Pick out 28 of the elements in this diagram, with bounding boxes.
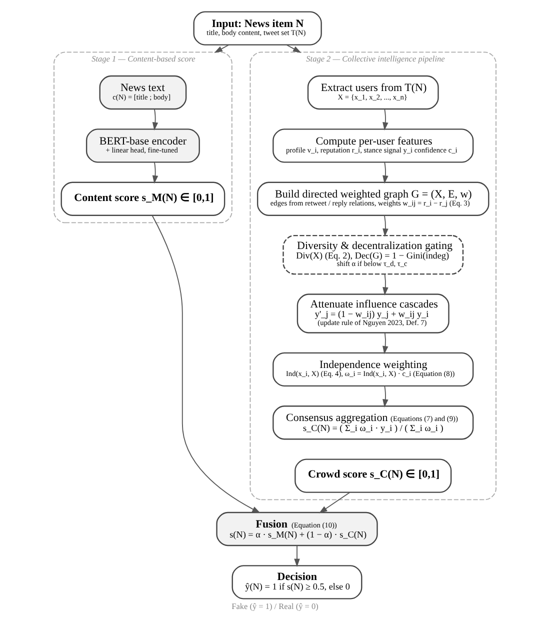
node-box: News text c(N) = [title ; body] — [99, 75, 187, 110]
arrow — [382, 386, 388, 408]
arrow — [382, 332, 388, 354]
arrow — [318, 492, 350, 514]
node-box: Build directed weighted graph G = (X, E, w) edges from retweet / reply relations, weights w_ij = r_i − r_j (Eq. 3) — [256, 182, 490, 216]
arrow — [152, 215, 260, 514]
node-box: Compute per-user features profile v_i, reputation r_i, stance signal y_i confidence c_i — [272, 128, 474, 163]
node-box: Content score s_M(N) ∈ [0,1] — [60, 182, 226, 216]
arrow — [286, 44, 302, 53]
node-box: Crowd score s_C(N) ∈ [0,1] — [294, 458, 452, 493]
node-box: Diversity & decentralization gating Div(X) (Eq. 2), Dec(G) = 1 − Gini(indeg) shift α if below τ_d, τ_c — [282, 234, 464, 275]
node-box: Input: News item N title, body content, tweet set T(N) — [193, 11, 322, 46]
node-box: Decision ŷ(N) = 1 if s(N) ≥ 0.5, else 0 — [232, 565, 362, 600]
node-box: Consensus aggregation (Equations (7) and (9)) s_C(N) = ( Σ_i ω_i · y_i ) / ( Σ_i ω_i ) — [272, 406, 474, 440]
node-box: Fusion (Equation (10)) s(N) = α · s_M(N) + (1 − α) · s_C(N) — [216, 512, 378, 546]
arrow — [382, 162, 388, 184]
arrow — [294, 545, 300, 568]
arrow — [382, 274, 388, 296]
arrow — [152, 108, 158, 131]
arrow — [214, 44, 230, 53]
node-box: Independence weighting Ind(x_i, X) (Eq. 4), ω_i = Ind(x_i, X) · c_i (Equation (8)) — [272, 352, 474, 387]
node-box: BERT-base encoder + linear head, fine-tuned — [86, 128, 200, 163]
arrow — [382, 214, 388, 237]
node-box: Extract users from T(N) X = {x_1, x_2, ..., x_n} — [307, 75, 439, 110]
caption: Fake (ŷ = 1) / Real (ŷ = 0) — [232, 602, 318, 611]
arrow — [382, 108, 388, 131]
node-box: Attenuate influence cascades y'_j = (1 − w_ij) y_j + w_ij y_i (update rule of Nguyen 2023, Def. 7) — [296, 294, 450, 334]
arrow — [152, 162, 158, 184]
